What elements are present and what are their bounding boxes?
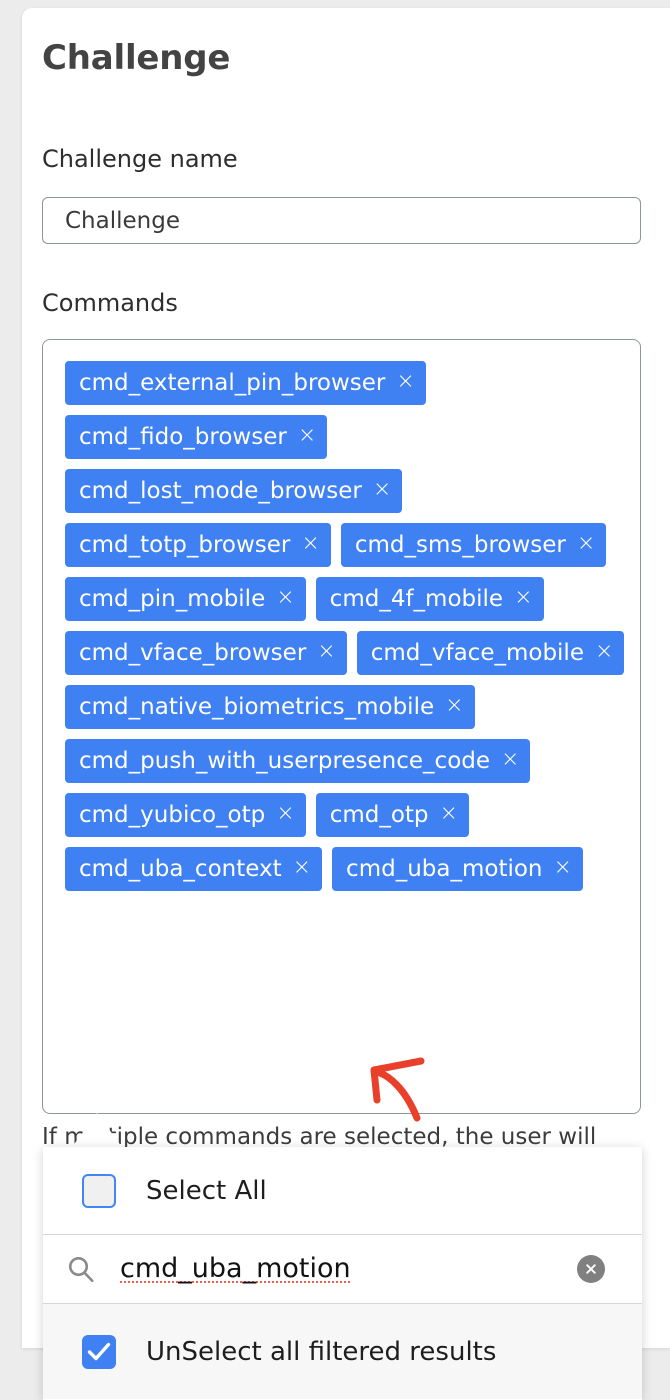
search-icon[interactable] [66,1254,96,1284]
command-chip-label: cmd_totp_browser [79,532,291,558]
select-all-checkbox[interactable] [82,1173,116,1208]
command-chip-remove-icon[interactable]: × [292,855,312,880]
unselect-all-filtered-label: UnSelect all filtered results [146,1336,497,1367]
command-chip[interactable]: cmd_pin_mobile × [65,577,306,621]
dropdown-option-unselect-all-filtered[interactable]: UnSelect all filtered results [43,1304,642,1399]
clear-search-button[interactable] [577,1255,605,1283]
command-chip[interactable]: cmd_otp × [315,793,469,837]
command-chip-label: cmd_push_with_userpresence_code [79,748,491,774]
selected-commands-list: cmd_external_pin_browser×cmd_fido_browse… [65,361,625,891]
command-chip-label: cmd_pin_mobile [79,586,266,612]
command-chip-label: cmd_uba_context [79,856,282,882]
commands-multiselect[interactable]: cmd_external_pin_browser×cmd_fido_browse… [42,339,641,1114]
command-chip[interactable]: cmd_lost_mode_browser × [65,469,403,513]
search-input-value: cmd_uba_motion [120,1253,351,1284]
command-chip-label: cmd_4f_mobile [329,586,504,612]
commands-helper-text: If multiple commands are selected, the u… [42,1124,597,1150]
command-chip[interactable]: cmd_totp_browser × [65,523,331,567]
command-chip-label: cmd_fido_browser [79,424,287,450]
command-chip[interactable]: cmd_vface_mobile × [356,631,625,675]
command-chip-remove-icon[interactable]: × [297,423,317,448]
command-chip-label: cmd_sms_browser [354,532,566,558]
command-chip-label: cmd_vface_mobile [370,640,584,666]
challenge-name-input[interactable] [42,197,641,244]
select-all-label: Select All [146,1175,267,1206]
command-chip-remove-icon[interactable]: × [276,801,295,826]
challenge-name-label: Challenge name [42,145,238,173]
command-chip-remove-icon[interactable]: × [576,531,596,556]
command-chip[interactable]: cmd_native_biometrics_mobile × [65,685,475,729]
command-chip-label: cmd_uba_motion [346,856,543,882]
dropdown-caret-icon [72,1113,122,1147]
command-chip-label: cmd_external_pin_browser [79,370,386,396]
command-chip[interactable]: cmd_uba_motion × [332,847,583,891]
command-chip-label: cmd_vface_browser [79,640,307,666]
dropdown-option-select-all[interactable]: Select All [43,1147,642,1235]
command-chip-label: cmd_otp [329,802,429,828]
command-chip-label: cmd_lost_mode_browser [79,478,362,504]
search-input[interactable]: cmd_uba_motion [120,1253,642,1285]
command-chip-remove-icon[interactable]: × [501,747,520,772]
command-chip-label: cmd_yubico_otp [79,802,266,828]
commands-label: Commands [42,289,178,317]
unselect-all-filtered-checkbox[interactable] [82,1334,116,1369]
command-chip[interactable]: cmd_yubico_otp × [65,793,306,837]
check-icon [87,1342,111,1360]
command-chip-remove-icon[interactable]: × [372,477,392,502]
close-icon [586,1264,596,1274]
command-chip-remove-icon[interactable]: × [514,585,533,610]
command-chip[interactable]: cmd_uba_context × [65,847,323,891]
command-chip-label: cmd_native_biometrics_mobile [79,694,435,720]
dropdown-search-row[interactable]: cmd_uba_motion [43,1235,642,1304]
command-chip-remove-icon[interactable]: × [301,531,320,556]
command-chip[interactable]: cmd_push_with_userpresence_code × [65,739,531,783]
command-chip-remove-icon[interactable]: × [445,693,464,718]
command-chip-remove-icon[interactable]: × [439,801,458,826]
command-chip[interactable]: cmd_sms_browser × [340,523,607,567]
command-chip[interactable]: cmd_external_pin_browser × [65,361,426,405]
command-chip-remove-icon[interactable]: × [594,639,614,664]
command-chip-remove-icon[interactable]: × [317,639,336,664]
command-chip[interactable]: cmd_4f_mobile × [315,577,544,621]
challenge-card: Challenge Challenge name Commands cmd_ex… [22,8,670,1348]
commands-dropdown-panel: Select All cmd_uba_motion [43,1147,642,1400]
command-chip-remove-icon[interactable]: × [396,369,415,394]
command-chip-remove-icon[interactable]: × [276,585,295,610]
command-chip-remove-icon[interactable]: × [553,855,572,880]
command-chip[interactable]: cmd_vface_browser × [65,631,347,675]
command-chip[interactable]: cmd_fido_browser × [65,415,328,459]
page-title: Challenge [42,38,231,78]
